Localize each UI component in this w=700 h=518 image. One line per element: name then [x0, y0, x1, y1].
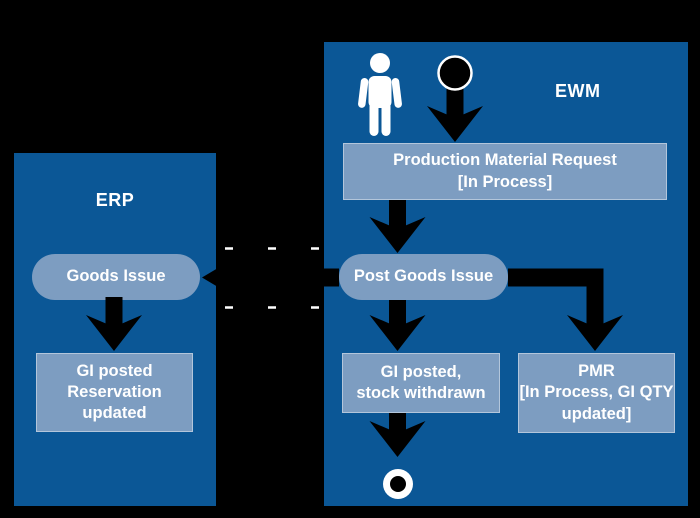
node-goods-issue: Goods Issue — [32, 254, 200, 300]
node-gi-posted-reservation-updated: GI posted Reservation updated — [36, 353, 193, 432]
system-boundary-dashes — [225, 247, 325, 309]
panel-erp: ERP — [14, 153, 216, 506]
panel-erp-label: ERP — [95, 190, 135, 210]
node-post-goods-issue: Post Goods Issue — [339, 254, 508, 300]
node-pmr-in-process-gi-qty-updated: PMR [In Process, GI QTY updated] — [518, 353, 675, 433]
node-production-material-request: Production Material Request [In Process] — [343, 143, 667, 200]
arrow-post-goods-issue-to-goods-issue — [202, 255, 339, 300]
panel-ewm-label: EWM — [555, 81, 601, 101]
node-gi-posted-stock-withdrawn: GI posted, stock withdrawn — [342, 353, 500, 413]
